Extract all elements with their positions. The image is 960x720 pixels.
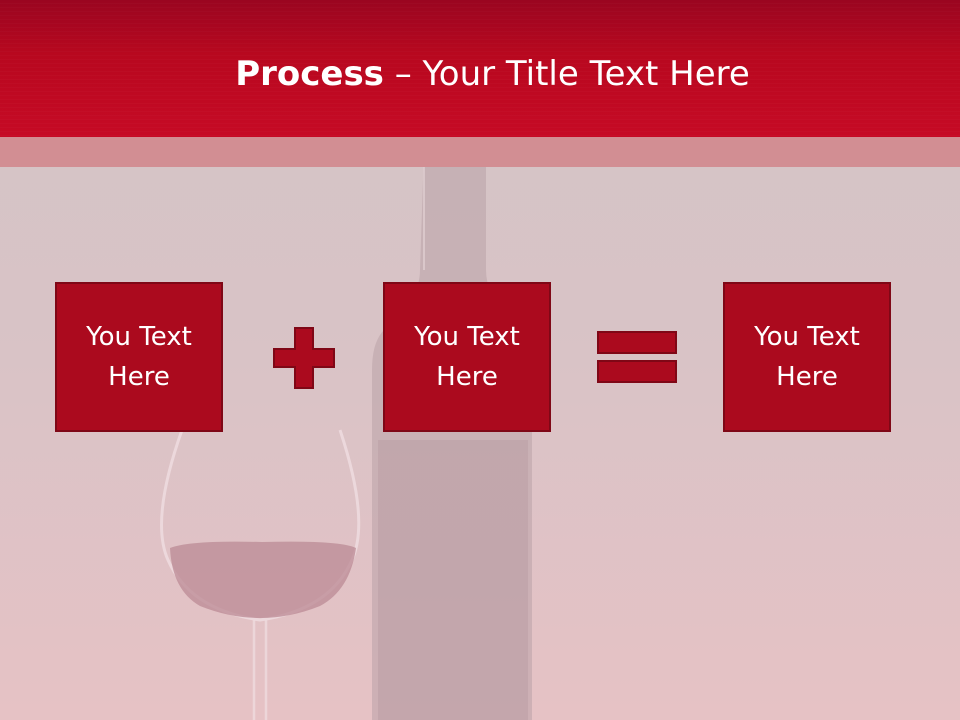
plus-icon [273,327,335,389]
title-bar [0,0,960,137]
process-box-2[interactable]: You Text Here [383,282,551,432]
process-box-2-label: You Text Here [414,322,520,392]
title-underband [0,137,960,167]
equals-icon [597,331,677,383]
title-rest-text: – Your Title Text Here [383,54,750,94]
slide-title[interactable]: Process – Your Title Text Here [0,54,960,94]
process-box-1-label: You Text Here [86,322,192,392]
title-bold-text: Process [235,54,384,94]
process-box-1[interactable]: You Text Here [55,282,223,432]
process-box-3-label: You Text Here [754,322,860,392]
process-box-3[interactable]: You Text Here [723,282,891,432]
